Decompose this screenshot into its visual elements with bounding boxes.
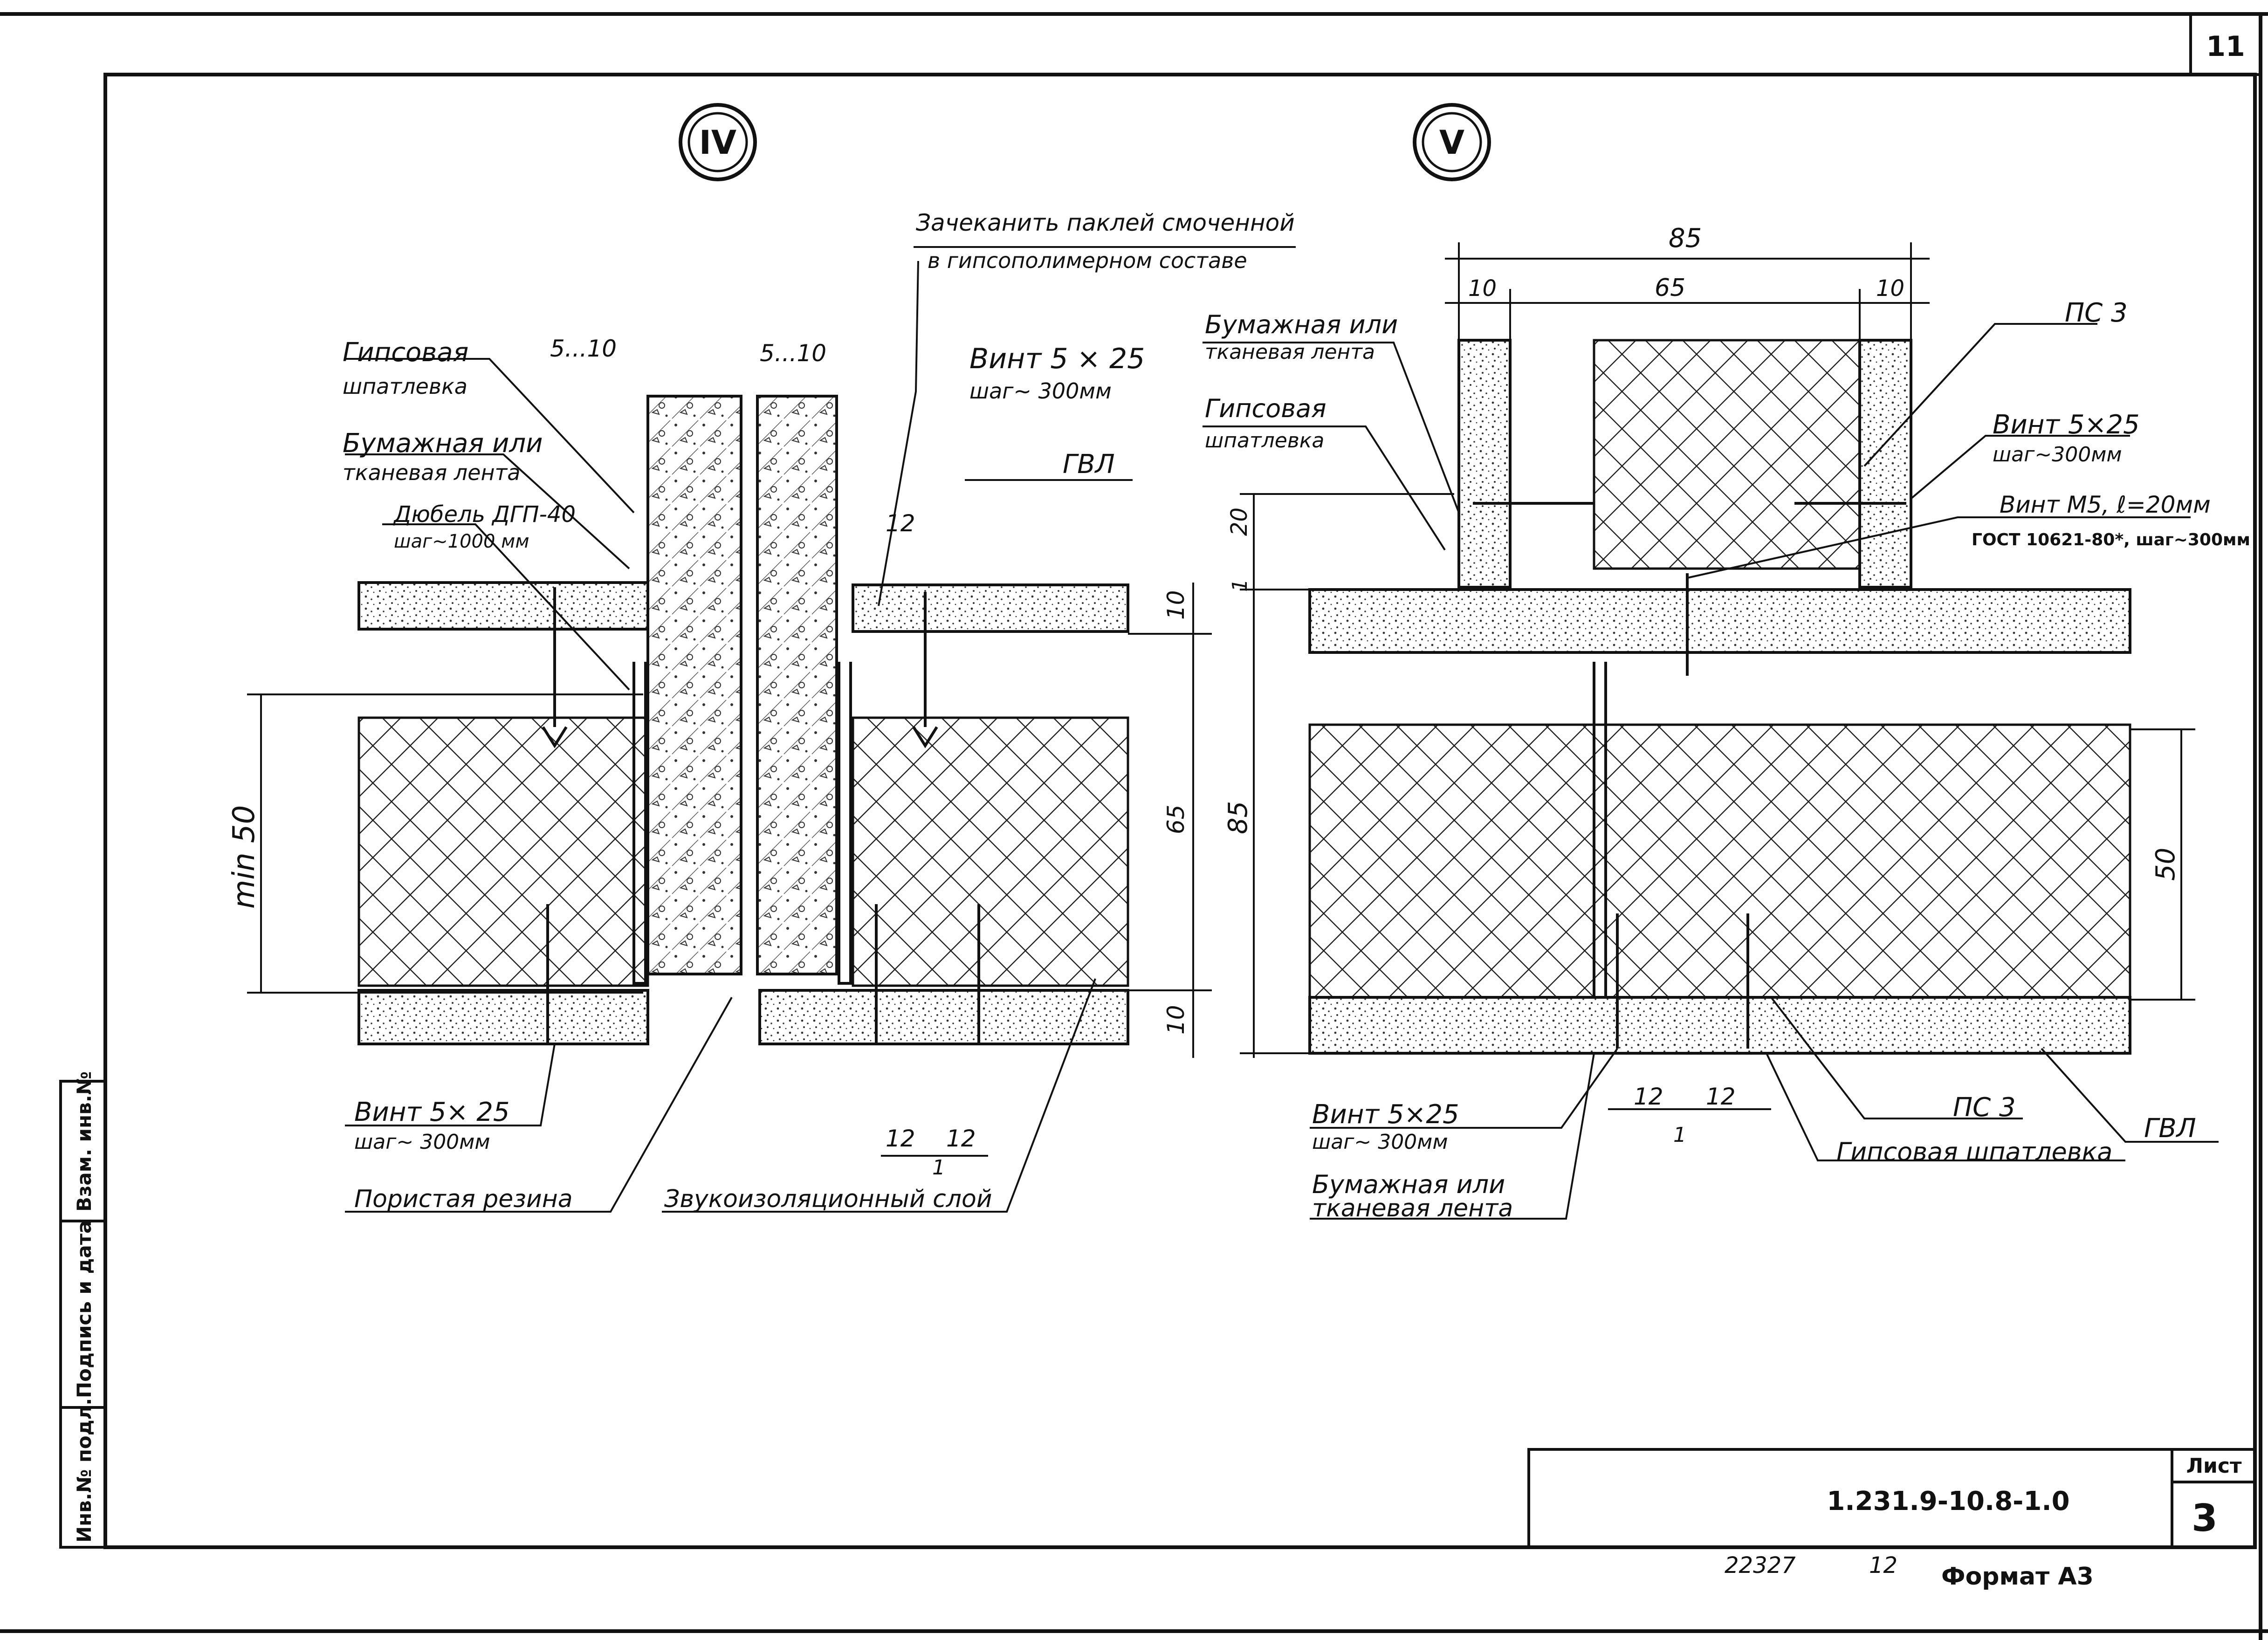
v-dim-85-top: 85	[1669, 223, 1702, 254]
profile-left	[632, 662, 647, 985]
v-tape-1: Бумажная или	[1205, 310, 1398, 339]
v-dim-12b: 12	[1706, 1083, 1736, 1110]
v-tape-2: тканевая лента	[1205, 340, 1375, 364]
iv-dowel: Дюбель ДГП-40	[393, 501, 576, 528]
v-gypsum-filler: Гипсовая	[1205, 394, 1326, 423]
screws-v	[1473, 502, 1906, 1049]
v-screw-m5: Винт М5, ℓ=20мм	[2000, 491, 2211, 518]
iv-gypsum-filler-2: шпатлевка	[343, 374, 467, 399]
v-screw-top: Винт 5×25	[1993, 410, 2140, 440]
v-gvl-bottom: ГВЛ	[2144, 1113, 2196, 1144]
detail-v-marker-inner	[1422, 112, 1482, 172]
v-dim-65: 65	[1655, 274, 1685, 302]
concrete-wall-left	[646, 395, 742, 975]
iv-screw-bottom-pitch: шаг~ 300мм	[354, 1130, 490, 1154]
iv-dim-12a: 12	[886, 1125, 915, 1152]
v-screw-bottom: Винт 5×25	[1312, 1099, 1459, 1130]
iv-tape-1: Бумажная или	[343, 428, 543, 459]
iv-dowel-pitch: шаг~1000 мм	[394, 531, 529, 552]
partition-insulation	[1593, 339, 1861, 570]
v-screw-bottom-pitch: шаг~ 300мм	[1312, 1130, 1448, 1154]
iv-tape-2: тканевая лента	[343, 460, 521, 485]
iv-sound-layer: Звукоизоляционный слой	[664, 1185, 992, 1213]
gvl-bottom-left	[357, 989, 649, 1045]
v-dim-85-left: 85	[1223, 801, 1253, 834]
inventory-number: 22327	[1725, 1552, 1796, 1578]
insulation-right	[852, 716, 1129, 987]
v-gypsum-filler-bottom: Гипсовая шпатлевка	[1836, 1137, 2112, 1167]
sheet-label: Лист	[2186, 1454, 2242, 1478]
detail-v-marker-outer	[1413, 103, 1491, 181]
iv-dim-10-top: 10	[1162, 590, 1189, 620]
insulation-v	[1308, 723, 2131, 999]
page-number: 11	[2206, 30, 2245, 63]
v-dim-10-left: 10	[1468, 275, 1497, 302]
insulation-left	[357, 716, 649, 987]
outer-frame	[0, 12, 2268, 1640]
iv-porous-rubber: Пористая резина	[354, 1185, 573, 1213]
iv-dim-1: 1	[932, 1156, 945, 1180]
iv-screw-bottom: Винт 5× 25	[354, 1097, 509, 1127]
partition-gvl-left	[1457, 339, 1512, 589]
dimensions-iv	[247, 583, 1212, 1157]
v-tape-bottom-2: тканевая лента	[1312, 1194, 1513, 1222]
v-dim-10-right: 10	[1876, 275, 1904, 302]
iv-dim-65: 65	[1162, 804, 1189, 834]
detail-iv-marker-label: IV	[699, 124, 736, 162]
v-dim-1: 1	[1228, 579, 1252, 592]
detail-v: V	[1203, 103, 2250, 1222]
v-screw-top-pitch: шаг~300мм	[1993, 443, 2122, 467]
iv-dim-10-bottom: 10	[1162, 1005, 1189, 1035]
v-dim-20: 20	[1226, 508, 1252, 536]
detail-iv-marker-outer	[679, 103, 757, 181]
v-screw-m5-std: ГОСТ 10621-80*, шаг~300мм	[1972, 530, 2250, 549]
dimensions-v	[1240, 242, 2195, 1110]
gvl-top-right	[852, 583, 1129, 633]
stamp-signature-date: Подпись и дата	[73, 1221, 96, 1398]
v-ps3-bottom: ПС 3	[1953, 1092, 2016, 1123]
iv-screw-top-pitch: шаг~ 300мм	[969, 378, 1112, 404]
title-block	[1527, 1448, 2256, 1549]
v-gypsum-filler-2: шпатлевка	[1205, 429, 1324, 453]
gvl-top-left	[357, 581, 649, 631]
iv-dim-min50: min 50	[227, 805, 261, 909]
concrete-wall-right	[756, 395, 838, 975]
profile-v	[1593, 662, 1607, 999]
gvl-bottom-v	[1308, 996, 2131, 1055]
format-label: Формат А3	[1941, 1563, 2094, 1591]
stamp-inv-original: Инв.№ подл.	[73, 1398, 96, 1543]
side-stamp	[59, 1080, 107, 1549]
iv-dim-12: 12	[886, 510, 915, 537]
gvl-bottom-right	[758, 989, 1129, 1045]
iv-caulk-note-1: Зачеканить паклей смоченной	[916, 209, 1295, 236]
sheet-number: 3	[2192, 1496, 2218, 1540]
leaders-iv	[345, 246, 1296, 1213]
profile-right	[838, 662, 852, 985]
copy-number: 12	[1869, 1552, 1897, 1578]
stamp-replaces-inv: Взам. инв.№	[73, 1071, 96, 1212]
v-dim-1-bottom: 1	[1673, 1123, 1686, 1147]
iv-dim-gap-right: 5...10	[760, 340, 826, 367]
iv-gvl: ГВЛ	[1063, 449, 1115, 480]
iv-dim-gap-left: 5...10	[550, 335, 617, 362]
document-code: 1.231.9-10.8-1.0	[1827, 1486, 2069, 1516]
iv-gypsum-filler: Гипсовая	[343, 337, 468, 368]
partition-gvl-right	[1858, 339, 1912, 589]
detail-iv-marker-inner	[687, 112, 748, 172]
detail-iv: IV	[227, 103, 1296, 1213]
screws-iv	[542, 587, 980, 1044]
v-ps3-top: ПС 3	[2065, 298, 2128, 328]
leaders-v	[1203, 323, 2219, 1220]
v-tape-bottom-1: Бумажная или	[1312, 1170, 1505, 1199]
v-dim-50: 50	[2151, 848, 2181, 881]
v-dim-12a: 12	[1634, 1083, 1663, 1110]
iv-caulk-note-2: в гипсополимерном составе	[928, 248, 1247, 273]
gvl-top-v	[1308, 588, 2131, 654]
detail-v-marker-label: V	[1439, 124, 1464, 162]
iv-screw-top: Винт 5 × 25	[969, 343, 1145, 375]
iv-dim-12b: 12	[946, 1125, 976, 1152]
